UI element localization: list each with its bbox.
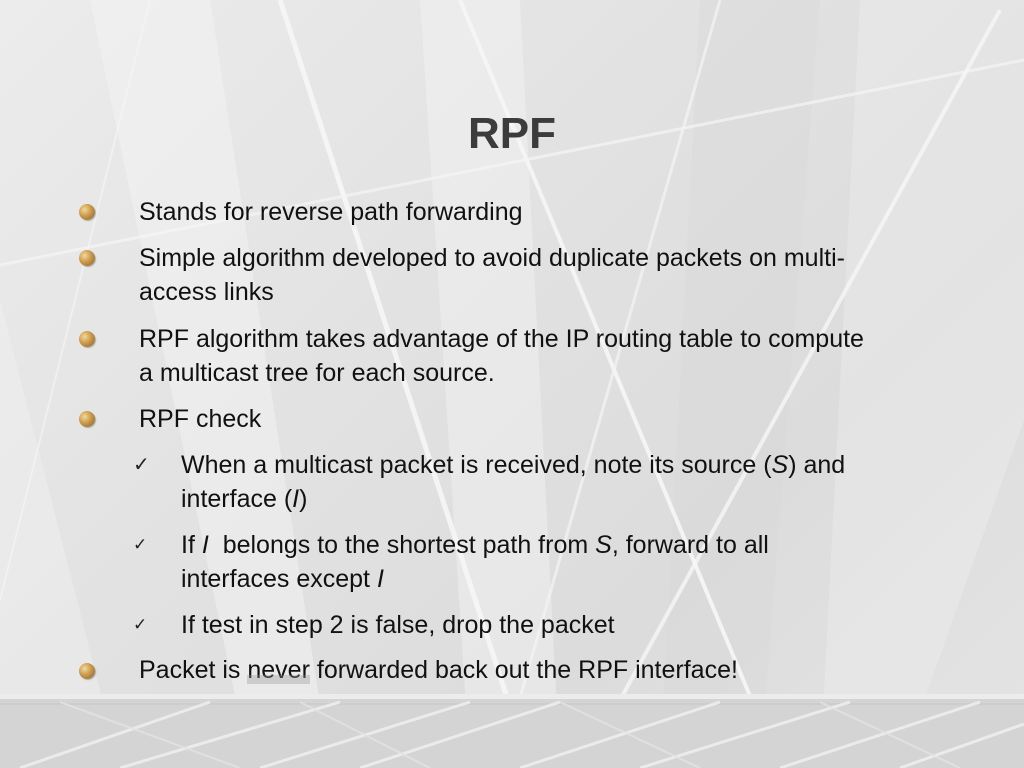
bullet-text-line: a multicast tree for each source. <box>139 359 495 387</box>
checkmark-icon: ✓ <box>133 535 148 554</box>
sub-bullet-text: If test in step 2 is false, drop the pac… <box>181 611 615 639</box>
checkmark-icon: ✓ <box>133 454 150 476</box>
footer-pattern <box>0 694 1024 768</box>
sub-bullet-text-line: interfaces except I <box>181 565 384 593</box>
bullet-ball-icon <box>79 663 95 679</box>
bullet-item: Simple algorithm developed to avoid dupl… <box>139 241 979 309</box>
sub-bullet-text-line: When a multicast packet is received, not… <box>181 451 846 479</box>
sub-bullet-item: When a multicast packet is received, not… <box>181 448 971 516</box>
footer-band <box>0 694 1024 768</box>
emphasis-never: never <box>247 656 310 684</box>
checkmark-icon: ✓ <box>133 615 148 634</box>
slide-title: RPF <box>468 109 556 158</box>
bullet-item: RPF algorithm takes advantage of the IP … <box>139 322 979 390</box>
bullet-ball-icon <box>79 411 95 427</box>
bullet-text-line: Simple algorithm developed to avoid dupl… <box>139 244 845 272</box>
sub-bullet-item: If I belongs to the shortest path from S… <box>181 528 971 596</box>
bullet-ball-icon <box>79 250 95 266</box>
sub-bullet-text-line: If I belongs to the shortest path from S… <box>181 531 769 559</box>
bullet-ball-icon <box>79 204 95 220</box>
bullet-item: Packet is never forwarded back out the R… <box>139 656 738 684</box>
bullet-text: RPF check <box>139 405 262 433</box>
bullet-ball-icon <box>79 331 95 347</box>
bullet-item: Stands for reverse path forwarding <box>139 195 979 229</box>
bullet-item: RPF check <box>139 402 979 436</box>
sub-bullet-text-line: interface (I) <box>181 485 308 513</box>
bullet-text-line: RPF algorithm takes advantage of the IP … <box>139 325 864 353</box>
bullet-text-line: access links <box>139 278 274 306</box>
sub-bullet-item: If test in step 2 is false, drop the pac… <box>181 608 971 642</box>
bullet-text: Stands for reverse path forwarding <box>139 198 523 226</box>
